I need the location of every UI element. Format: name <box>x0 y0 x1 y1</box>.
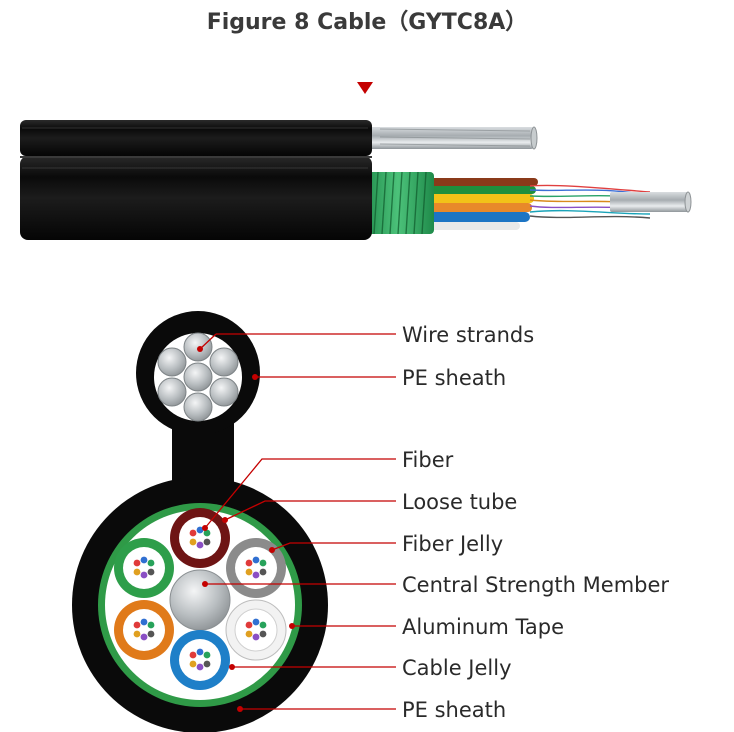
fiber-dot <box>259 559 267 567</box>
fiber-dot <box>133 568 141 576</box>
loose-tube-green <box>114 538 174 598</box>
label-pe-sheath-top: PE sheath <box>402 366 506 390</box>
label-central-strength-member: Central Strength Member <box>402 573 669 597</box>
loose-tube-white <box>225 599 287 661</box>
fiber-dot <box>140 571 148 579</box>
fiber-dot <box>252 556 260 564</box>
fiber-dot <box>203 660 211 668</box>
fiber-dot <box>147 559 155 567</box>
label-aluminum-tape: Aluminum Tape <box>402 615 564 639</box>
loose-tubes-side <box>420 178 538 230</box>
fiber-dot <box>203 651 211 659</box>
wire-strands <box>157 332 239 422</box>
cable-cross-section <box>72 311 328 732</box>
leader-lines <box>197 333 396 712</box>
fiber-dot <box>133 621 141 629</box>
loose-tube-red <box>170 508 230 568</box>
fiber-dot <box>252 618 260 626</box>
loose-tube-orange <box>114 600 174 660</box>
fiber-dot <box>133 630 141 638</box>
fiber-dot <box>196 541 204 549</box>
loose-tube-blue <box>170 630 230 690</box>
pe-sheath-side-bottom <box>20 156 372 240</box>
fiber-dot <box>196 648 204 656</box>
fiber-dot <box>140 633 148 641</box>
page-title: Figure 8 Cable（GYTC8A） <box>206 10 528 35</box>
central-member-side <box>610 192 688 212</box>
fiber-dot <box>252 633 260 641</box>
fiber-dot <box>140 618 148 626</box>
fibers <box>133 526 267 671</box>
fiber-dot <box>203 529 211 537</box>
fiber-dot <box>189 651 197 659</box>
label-wire-strands: Wire strands <box>402 323 534 347</box>
label-fiber: Fiber <box>402 448 454 472</box>
fiber-dot <box>245 630 253 638</box>
fiber-dot <box>147 621 155 629</box>
fiber-dot <box>196 526 204 534</box>
central-strength-member <box>169 569 231 631</box>
fiber-dot <box>147 568 155 576</box>
cable-side-view <box>20 120 692 240</box>
fiber-dot <box>133 559 141 567</box>
pe-sheath-side-top <box>20 120 372 156</box>
fiber-dot <box>252 571 260 579</box>
aluminum-tape-side <box>362 172 434 234</box>
label-loose-tube: Loose tube <box>402 490 517 514</box>
fiber-dot <box>245 559 253 567</box>
fiber-dot <box>259 630 267 638</box>
fiber-dot <box>140 556 148 564</box>
fiber-dot <box>245 568 253 576</box>
fiber-dot <box>203 538 211 546</box>
fiber-dot <box>189 660 197 668</box>
fiber-dot <box>189 529 197 537</box>
callout-labels: Wire strands PE sheath Fiber Loose tube … <box>402 323 669 722</box>
label-fiber-jelly: Fiber Jelly <box>402 532 503 556</box>
fiber-dot <box>196 663 204 671</box>
fiber-dot <box>259 621 267 629</box>
fiber-dot <box>245 621 253 629</box>
fiber-dot <box>147 630 155 638</box>
fiber-dot <box>189 538 197 546</box>
label-cable-jelly: Cable Jelly <box>402 656 512 680</box>
marker-triangle <box>357 82 373 94</box>
fiber-dot <box>259 568 267 576</box>
loose-tube-gray <box>226 538 286 598</box>
label-pe-sheath-bottom: PE sheath <box>402 698 506 722</box>
